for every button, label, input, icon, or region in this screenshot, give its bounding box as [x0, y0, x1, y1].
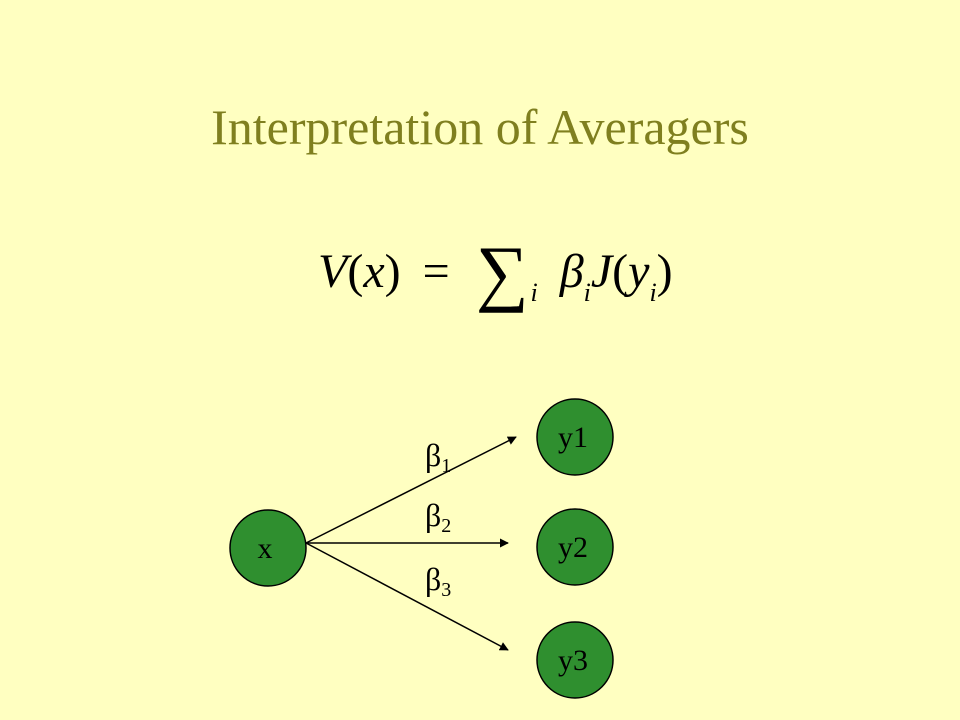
weight-beta-3-symbol: β [425, 561, 441, 597]
formula-func-arg: y [628, 245, 650, 298]
formula-func: J [590, 245, 613, 298]
formula-coef: β [559, 245, 584, 298]
node-x-label: x [258, 532, 273, 565]
weight-beta-3-subscript: 3 [441, 579, 451, 601]
node-y1 [536, 398, 614, 476]
formula-lhs-paren-open: ( [347, 245, 364, 298]
node-y2 [536, 508, 614, 586]
formula-func-arg-index: i [649, 278, 657, 307]
weight-beta-3: β3 [425, 561, 451, 601]
formula-sum-symbol: ∑ [475, 232, 529, 314]
formula-equals: = [422, 245, 450, 298]
node-y2-label: y2 [558, 531, 588, 564]
formula-lhs-arg: x [363, 245, 385, 298]
slide-title: Interpretation of Averagers [211, 99, 749, 155]
formula-func-paren-close: ) [656, 245, 673, 298]
edge-x-y3 [305, 542, 509, 651]
weight-beta-2-symbol: β [425, 497, 441, 533]
formula-func-paren-open: ( [612, 245, 629, 298]
formula-lhs-paren-close: ) [384, 245, 401, 298]
formula-lhs: V [318, 245, 348, 298]
formula-coef-index: i [583, 278, 591, 307]
node-x [229, 509, 307, 587]
node-y3 [536, 621, 614, 699]
averager-formula: V(x) = ∑i βiJ(yi) [318, 232, 673, 314]
weight-beta-2: β2 [425, 497, 451, 537]
weight-beta-1: β1 [425, 437, 451, 477]
weight-beta-2-subscript: 2 [441, 515, 451, 537]
weight-beta-1-subscript: 1 [441, 455, 451, 477]
node-y3-label: y3 [558, 644, 588, 677]
formula-sum-index: i [530, 278, 538, 307]
node-y1-label: y1 [558, 421, 588, 454]
edge-x-y1 [305, 436, 517, 544]
weight-beta-1-symbol: β [425, 437, 441, 473]
